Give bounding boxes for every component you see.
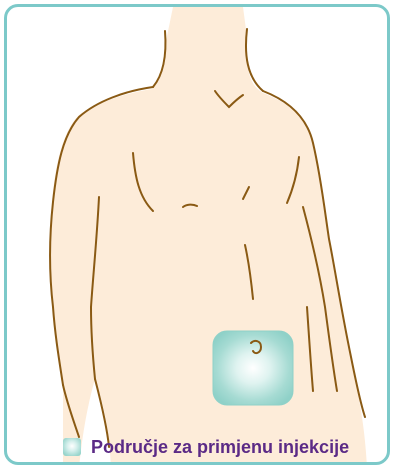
legend-swatch — [63, 438, 81, 456]
torso-illustration — [7, 7, 390, 465]
legend: Područje za primjenu injekcije — [63, 434, 349, 460]
legend-label: Područje za primjenu injekcije — [91, 437, 349, 458]
illustration-frame: Područje za primjenu injekcije — [4, 4, 390, 465]
